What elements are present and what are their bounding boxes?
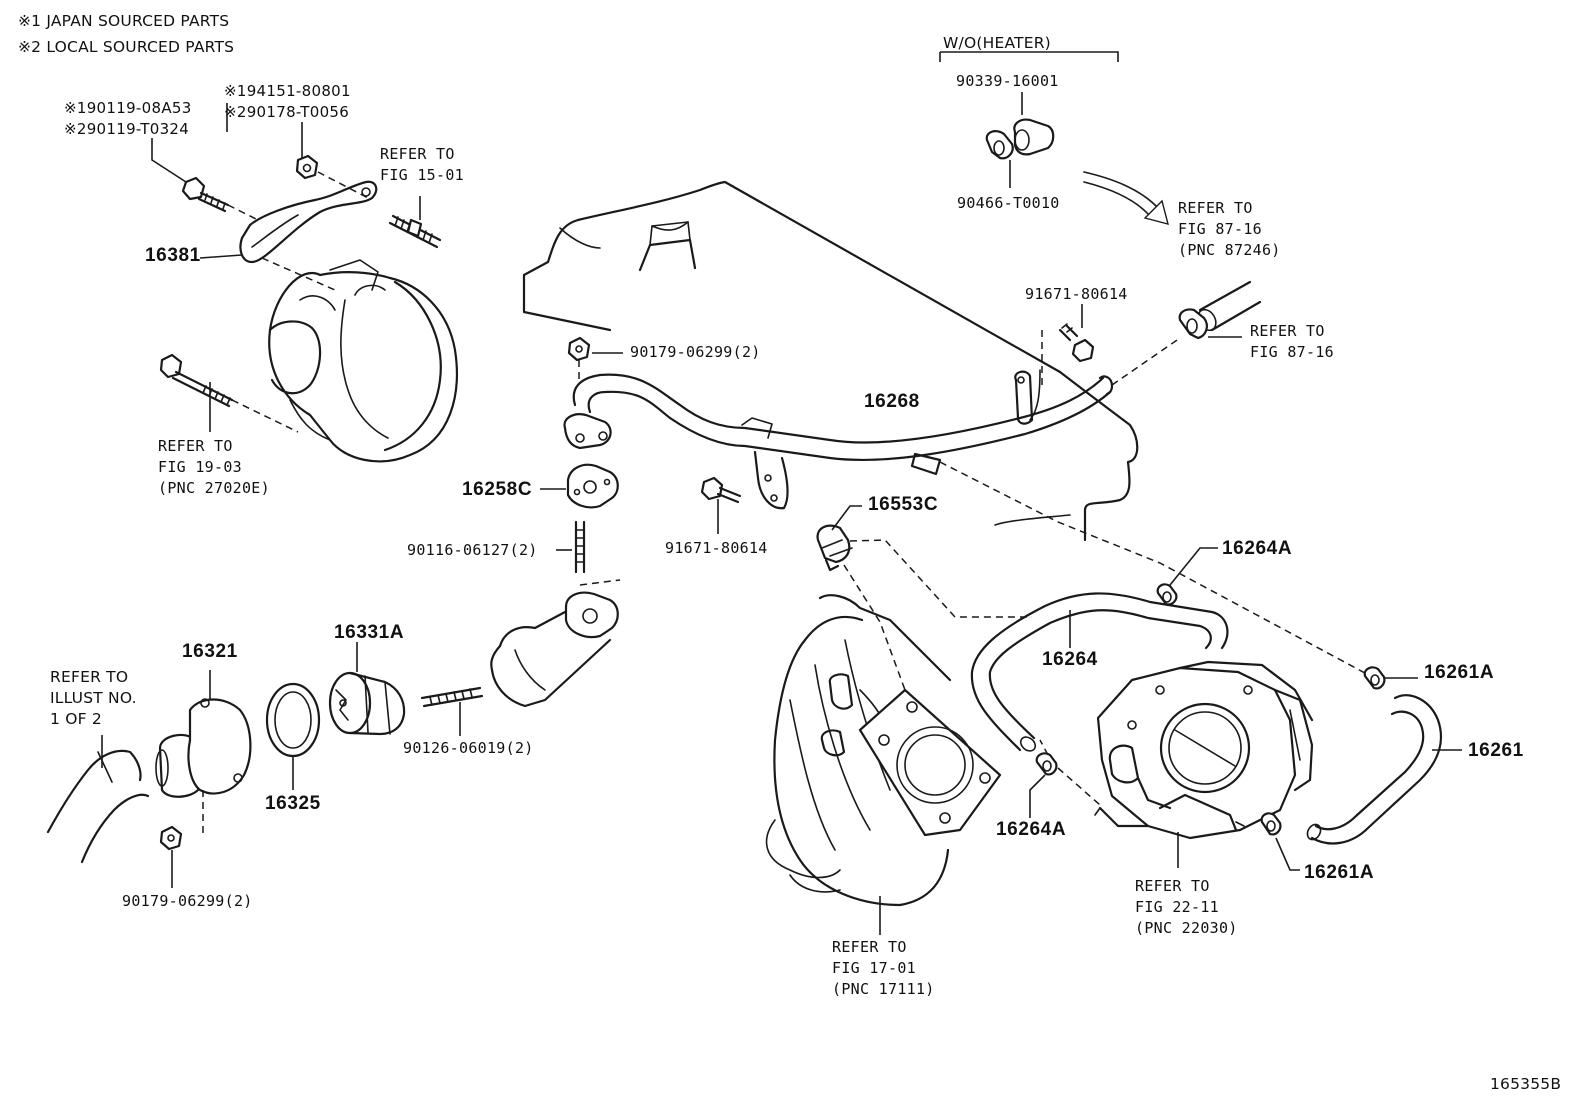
part-90179-bottom-label[interactable]: 90179-06299(2) bbox=[122, 892, 253, 910]
hose-16264-drawing bbox=[970, 592, 1229, 752]
part-16261A-bottom-label[interactable]: 16261A bbox=[1304, 862, 1375, 883]
thermostat-16331A-drawing bbox=[328, 671, 406, 736]
nut-icon bbox=[567, 336, 591, 362]
nut-icon bbox=[295, 154, 319, 180]
clamp-icon bbox=[1363, 666, 1386, 690]
refer-fig-15-01-label[interactable]: REFER TO FIG 15-01 bbox=[380, 145, 464, 184]
part-16258C-label[interactable]: 16258C bbox=[462, 479, 533, 500]
part-90116-label[interactable]: 90116-06127(2) bbox=[407, 541, 538, 559]
bolt-icon bbox=[181, 176, 230, 213]
illustration-code: 165355B bbox=[1490, 1075, 1562, 1093]
cover-bracket-drawing bbox=[1014, 370, 1034, 425]
part-16321-label[interactable]: 16321 bbox=[182, 641, 238, 662]
stud-icon bbox=[574, 520, 586, 574]
note-japan-sourced: ※1 JAPAN SOURCED PARTS bbox=[18, 12, 230, 30]
clamp-16553C-drawing bbox=[816, 524, 853, 572]
part-16268-label[interactable]: 16268 bbox=[864, 391, 920, 412]
throttle-body-drawing bbox=[1094, 660, 1314, 840]
radiator-hose-drawing bbox=[46, 749, 150, 864]
part-16261-label[interactable]: 16261 bbox=[1468, 740, 1524, 761]
part-16264-label[interactable]: 16264 bbox=[1042, 649, 1098, 670]
part-90126-label[interactable]: 90126-06019(2) bbox=[403, 739, 534, 757]
refer-fig-17-01-label[interactable]: REFER TO FIG 17-01 (PNC 17111) bbox=[832, 938, 935, 998]
bolt-icon bbox=[700, 476, 742, 504]
clamp-icon bbox=[1156, 583, 1178, 606]
pipe-16268-drawing bbox=[563, 373, 1114, 510]
part-16325-label[interactable]: 16325 bbox=[265, 793, 321, 814]
part-90339-label[interactable]: 90339-16001 bbox=[956, 72, 1059, 90]
note-local-sourced: ※2 LOCAL SOURCED PARTS bbox=[18, 38, 235, 56]
intake-manifold-drawing bbox=[765, 594, 1002, 907]
water-inlet-16321-drawing bbox=[155, 698, 252, 798]
part-91671-lower-label[interactable]: 91671-80614 bbox=[665, 539, 768, 557]
refer-fig-87-16-pnc-label[interactable]: REFER TO FIG 87-16 (PNC 87246) bbox=[1178, 199, 1281, 259]
hose-16261-drawing bbox=[1306, 694, 1442, 845]
part-90119-label[interactable]: ※190119-08A53 ※290119-T0324 bbox=[64, 99, 192, 138]
arrow-icon bbox=[1083, 171, 1169, 225]
wo-heater-label: W/O(HEATER) bbox=[943, 34, 1051, 52]
clamp-icon bbox=[1035, 752, 1058, 776]
alternator-drawing bbox=[268, 259, 458, 463]
hose-90339-drawing bbox=[1013, 118, 1055, 156]
long-bolt-icon bbox=[159, 353, 234, 408]
part-16381-label[interactable]: 16381 bbox=[145, 245, 201, 266]
gasket-16325-drawing bbox=[265, 682, 321, 758]
hose-refer-8716-drawing bbox=[1178, 280, 1262, 340]
part-16261A-top-label[interactable]: 16261A bbox=[1424, 662, 1495, 683]
refer-illust-label[interactable]: REFER TO ILLUST NO. 1 OF 2 bbox=[50, 668, 137, 728]
part-90466-label[interactable]: 90466-T0010 bbox=[957, 194, 1060, 212]
part-16264A-top-label[interactable]: 16264A bbox=[1222, 538, 1293, 559]
part-16331A-label[interactable]: 16331A bbox=[334, 622, 405, 643]
stud-icon bbox=[420, 686, 484, 708]
gasket-16258C-drawing bbox=[566, 463, 619, 509]
refer-fig-19-03-label[interactable]: REFER TO FIG 19-03 (PNC 27020E) bbox=[158, 437, 270, 497]
clamp-icon bbox=[985, 130, 1014, 160]
bracket-16381-drawing bbox=[239, 180, 378, 264]
stud-icon bbox=[388, 214, 442, 249]
engine-cover-drawing bbox=[522, 180, 1139, 542]
part-94151-label[interactable]: ※194151-80801 ※290178-T0056 bbox=[224, 82, 351, 121]
part-16264A-bottom-label[interactable]: 16264A bbox=[996, 819, 1067, 840]
water-outlet-drawing bbox=[490, 579, 621, 708]
refer-fig-22-11-label[interactable]: REFER TO FIG 22-11 (PNC 22030) bbox=[1135, 877, 1238, 937]
part-16553C-label[interactable]: 16553C bbox=[868, 494, 939, 515]
part-90179-top-label[interactable]: 90179-06299(2) bbox=[630, 343, 761, 361]
clamp-icon bbox=[1260, 812, 1282, 836]
part-91671-upper-label[interactable]: 91671-80614 bbox=[1025, 285, 1128, 303]
nut-icon bbox=[159, 825, 183, 851]
bolt-icon bbox=[1058, 323, 1095, 363]
refer-fig-87-16-label[interactable]: REFER TO FIG 87-16 bbox=[1250, 322, 1334, 361]
